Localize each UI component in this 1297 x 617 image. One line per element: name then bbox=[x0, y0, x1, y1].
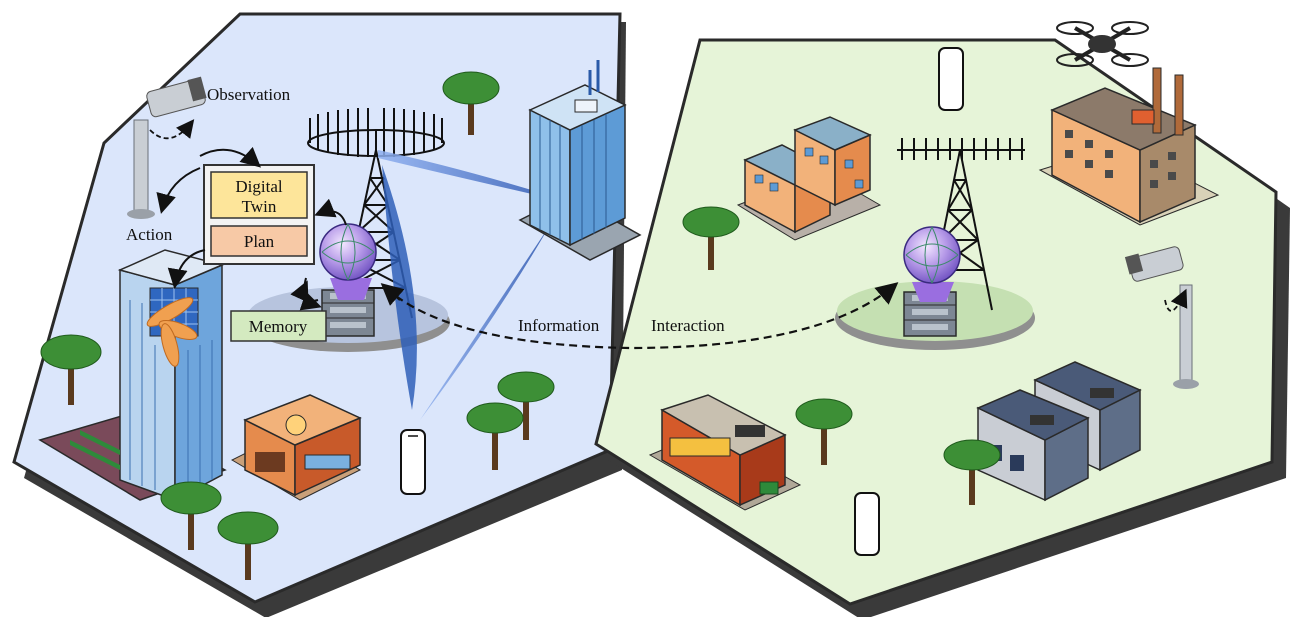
information-interaction-arrow bbox=[380, 282, 899, 350]
tree-icon bbox=[217, 511, 279, 580]
tree-icon bbox=[466, 402, 524, 470]
action-label: Action bbox=[126, 225, 173, 244]
smartphone-icon bbox=[400, 429, 426, 495]
tree-icon bbox=[682, 206, 740, 270]
antenna-array-icon bbox=[897, 138, 1025, 160]
ai-globe-icon bbox=[903, 226, 961, 302]
memory-label: Memory bbox=[249, 317, 308, 336]
factory-icon bbox=[1038, 67, 1220, 226]
tree-icon bbox=[40, 334, 102, 405]
agent-module-box: Digital Twin Plan bbox=[203, 164, 315, 265]
cctv-camera-icon bbox=[127, 76, 207, 219]
tree-icon bbox=[160, 481, 222, 550]
smartphone-icon bbox=[854, 492, 880, 556]
apartment-icon bbox=[736, 116, 882, 241]
skyscraper-icon bbox=[38, 249, 227, 502]
shop-icon bbox=[230, 394, 362, 501]
skyscraper-icon bbox=[518, 60, 642, 261]
digital-twin-label-line1: Digital bbox=[235, 177, 282, 196]
tree-icon bbox=[943, 439, 1001, 505]
tree-icon bbox=[497, 371, 555, 440]
digital-twin-label-line2: Twin bbox=[242, 197, 277, 216]
plan-label: Plan bbox=[244, 232, 275, 251]
interaction-label: Interaction bbox=[651, 316, 725, 335]
tree-icon bbox=[442, 71, 500, 135]
tree-icon bbox=[795, 398, 853, 465]
information-label: Information bbox=[518, 316, 600, 335]
ai-globe-icon bbox=[319, 223, 377, 300]
beam-to-ground bbox=[420, 225, 550, 420]
shop-icon bbox=[648, 394, 802, 511]
cctv-camera-icon bbox=[1124, 246, 1199, 389]
agent-arrows bbox=[156, 146, 347, 311]
observation-label: Observation bbox=[207, 85, 291, 104]
memory-box: Memory bbox=[230, 310, 327, 342]
smartphone-icon bbox=[938, 47, 964, 111]
drone-icon bbox=[1056, 21, 1149, 67]
antenna-array-icon bbox=[307, 108, 445, 157]
